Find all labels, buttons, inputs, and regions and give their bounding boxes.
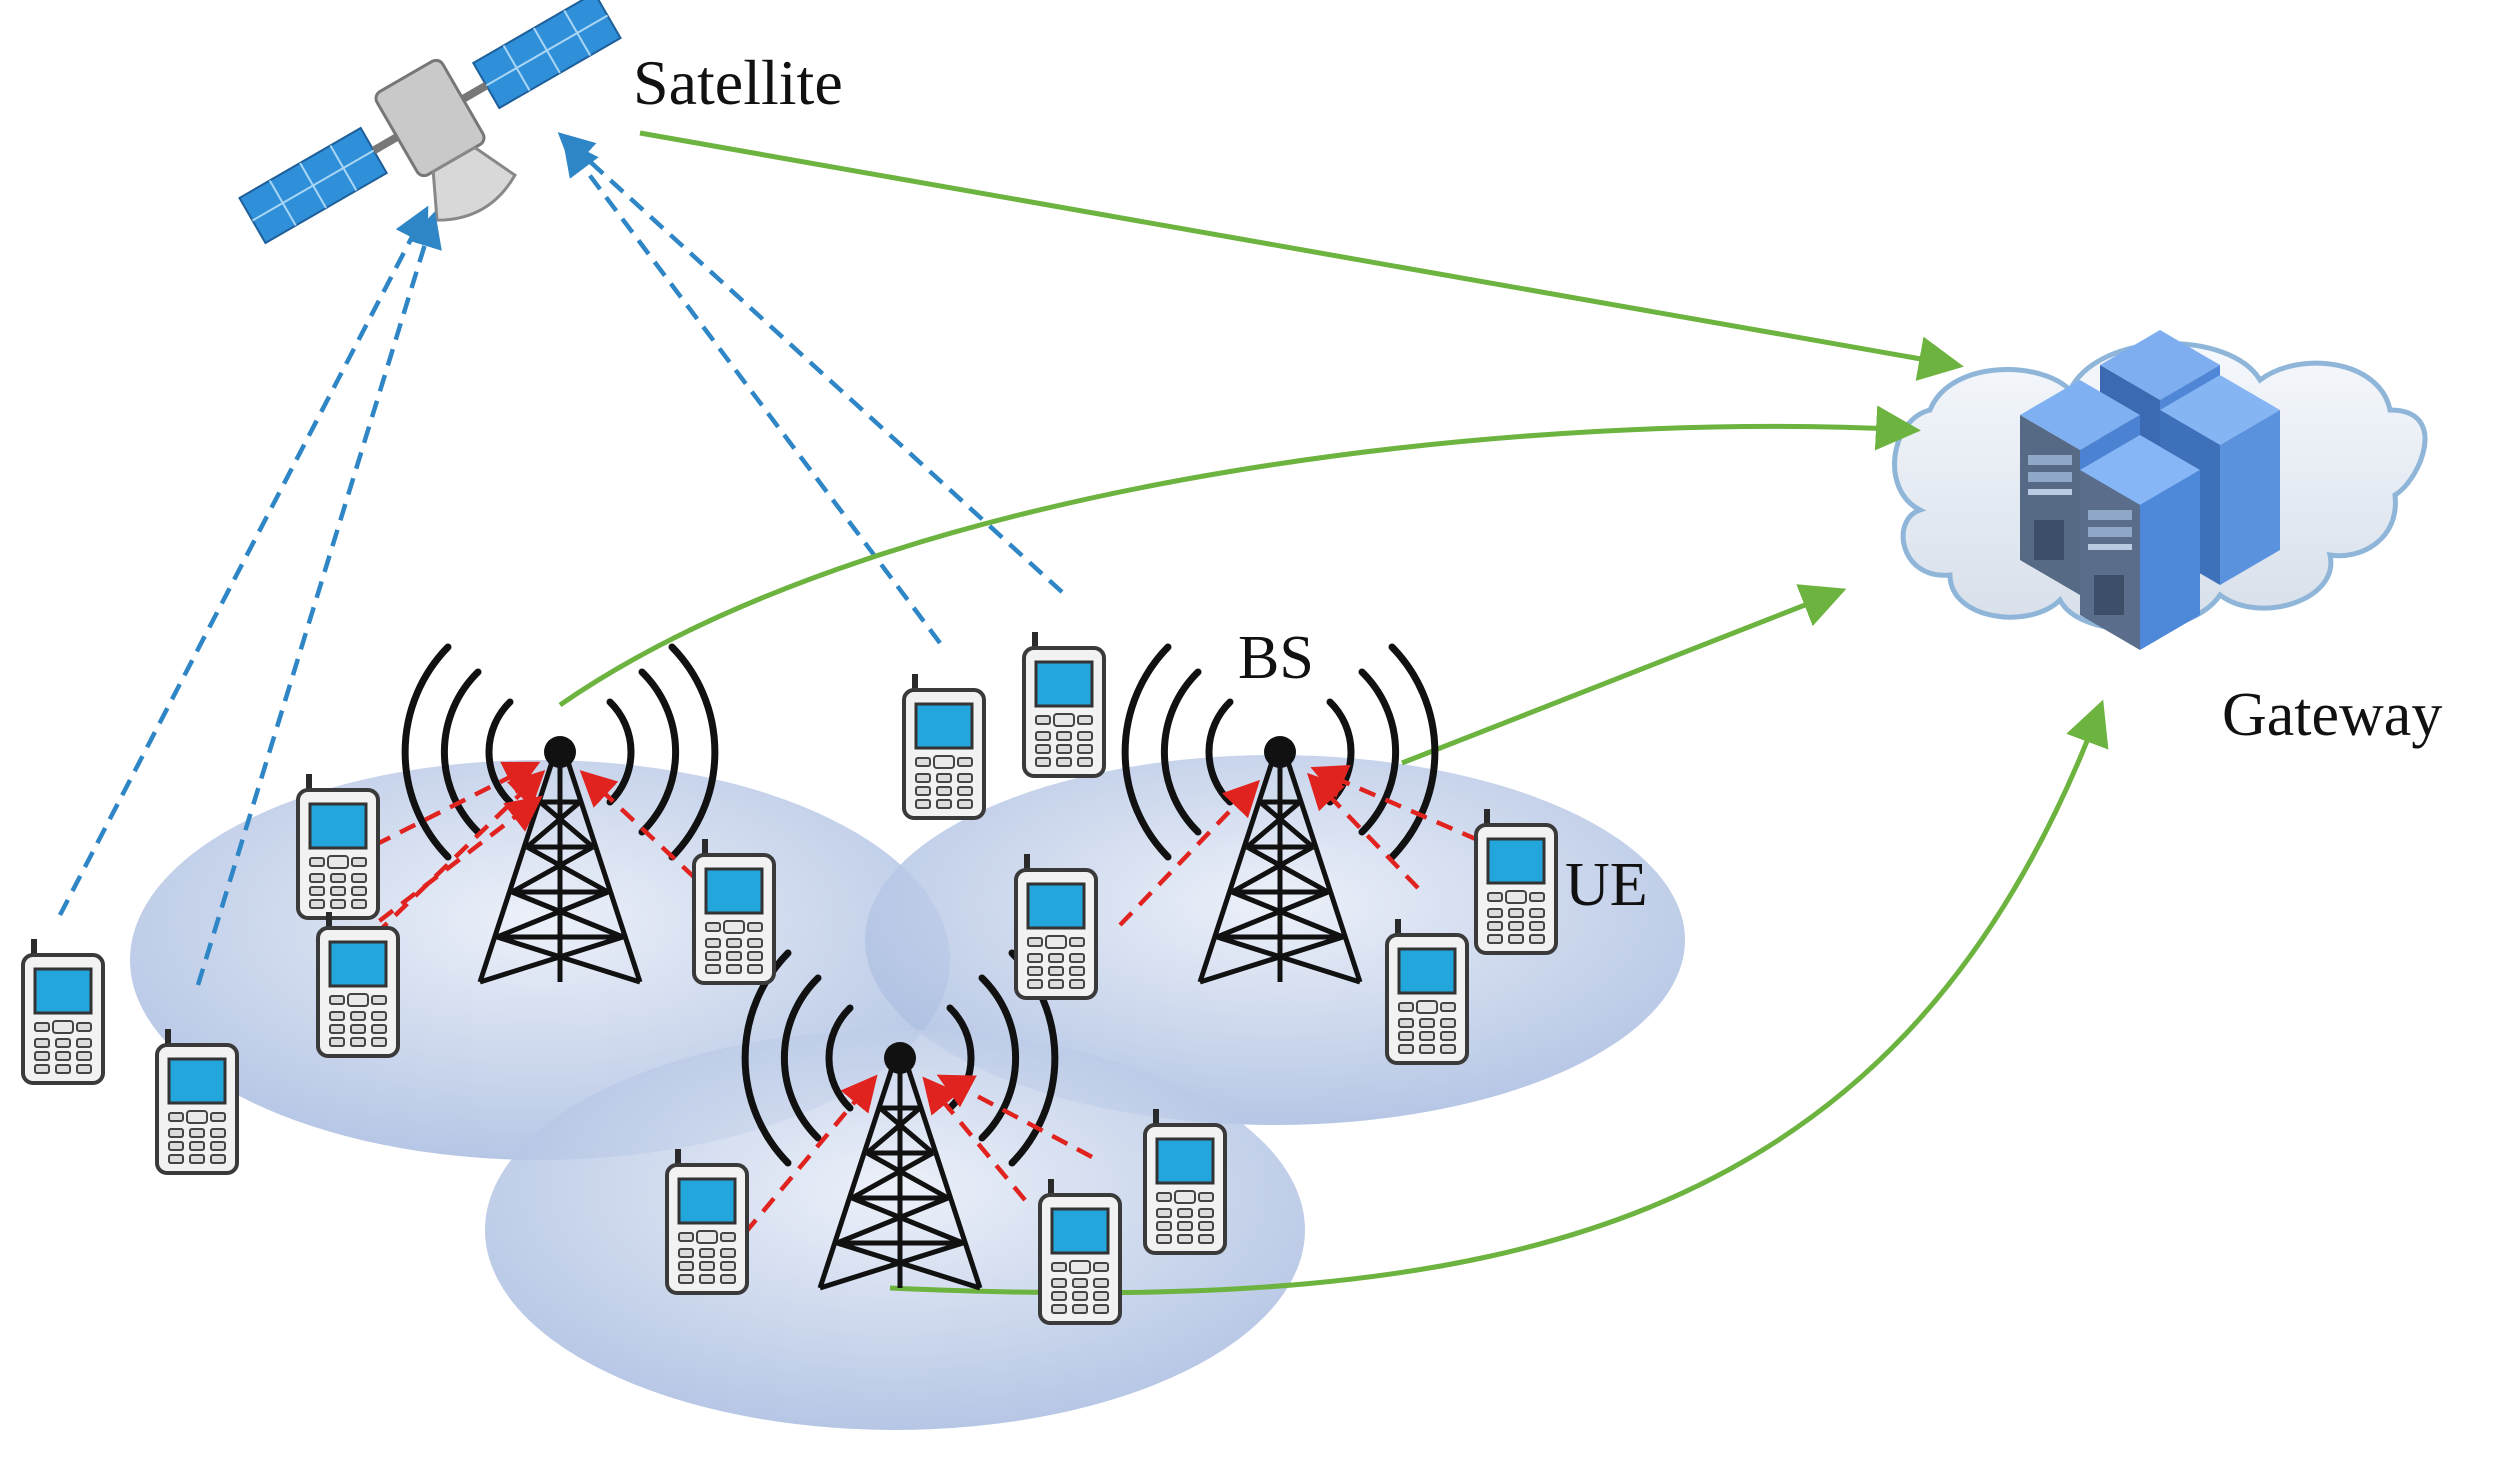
- access-line: [1307, 772, 1420, 890]
- coverage-cell-bottom: [485, 1030, 1305, 1430]
- mobile-phone-icon: [692, 837, 776, 985]
- backhaul-links: [558, 130, 2109, 1296]
- satellite-uplinks: [58, 132, 1064, 986]
- satellite-label: Satellite: [633, 47, 843, 118]
- ue-access-links: [333, 761, 1479, 1235]
- bs-bottom-gateway-link: [889, 699, 2109, 1296]
- mobile-phone-icon: [665, 1147, 749, 1295]
- uplink-line: [58, 205, 429, 917]
- gateway-label: Gateway: [2222, 681, 2442, 749]
- mobile-phone-icon: [155, 1027, 239, 1175]
- server-cluster-icon: [2020, 330, 2280, 650]
- access-line: [373, 769, 546, 937]
- mobile-phone-icon: [1022, 630, 1106, 778]
- access-line: [1118, 779, 1260, 927]
- mobile-phone-icon: [316, 910, 400, 1058]
- mobile-phone-icon: [21, 937, 105, 1085]
- ue-label: UE: [1565, 851, 1648, 919]
- uplink-line: [557, 132, 1064, 594]
- mobile-phone-icon: [1385, 917, 1469, 1065]
- mobile-phone-icon: [1014, 852, 1098, 1000]
- uplink-line: [562, 139, 942, 645]
- satellite-icon: [238, 0, 622, 245]
- bs-left-gateway-link: [558, 405, 1921, 708]
- satellite-gateway-link: [639, 130, 1964, 381]
- mobile-phone-icon: [1038, 1177, 1122, 1325]
- bs-right-gateway-link: [1401, 584, 1847, 766]
- access-line: [743, 1074, 878, 1235]
- mobile-phone-icon: [296, 772, 380, 920]
- mobile-phone-icon: [1143, 1107, 1227, 1255]
- access-line: [936, 1074, 1094, 1159]
- access-line: [579, 770, 697, 880]
- mobile-phone-icon: [1474, 807, 1558, 955]
- mobile-phone-icon: [902, 672, 986, 820]
- bs-label: BS: [1238, 624, 1314, 692]
